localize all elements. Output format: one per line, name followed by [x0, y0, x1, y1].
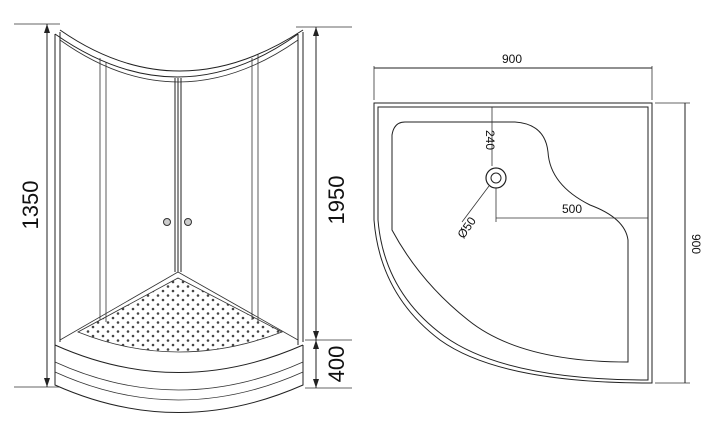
dimension-tray-height: 400 — [305, 340, 352, 389]
front-view: 1350 1950 400 — [14, 23, 352, 413]
shower-tray — [54, 277, 304, 413]
dimension-door-height: 1950 — [296, 26, 352, 341]
label-drain-to-edge: 500 — [562, 202, 582, 216]
dimension-width: 900 — [373, 52, 653, 100]
label-tray-height: 400 — [324, 346, 349, 383]
door-handle-right — [184, 218, 192, 226]
label-drain-offset: 240 — [483, 130, 497, 150]
label-door-height: 1950 — [324, 176, 349, 225]
drain-inner — [490, 172, 502, 184]
dimension-total-height: 1350 — [14, 23, 60, 388]
door-handle-left — [163, 218, 171, 226]
label-depth: 900 — [689, 234, 703, 254]
label-drain-diameter: Ø50 — [454, 214, 479, 241]
dimension-depth: 900 — [655, 102, 703, 384]
tray-basin — [391, 121, 629, 363]
dimension-drain-offset: 240 — [483, 107, 497, 166]
plan-view: 900 900 240 500 Ø50 — [373, 52, 703, 384]
tray-outline — [373, 102, 653, 384]
shower-enclosure — [54, 29, 304, 345]
label-width: 900 — [502, 52, 522, 66]
dimension-drain-to-edge: 500 — [495, 188, 648, 222]
label-total-height: 1350 — [18, 181, 43, 230]
dimension-drain-diameter: Ø50 — [454, 185, 490, 241]
